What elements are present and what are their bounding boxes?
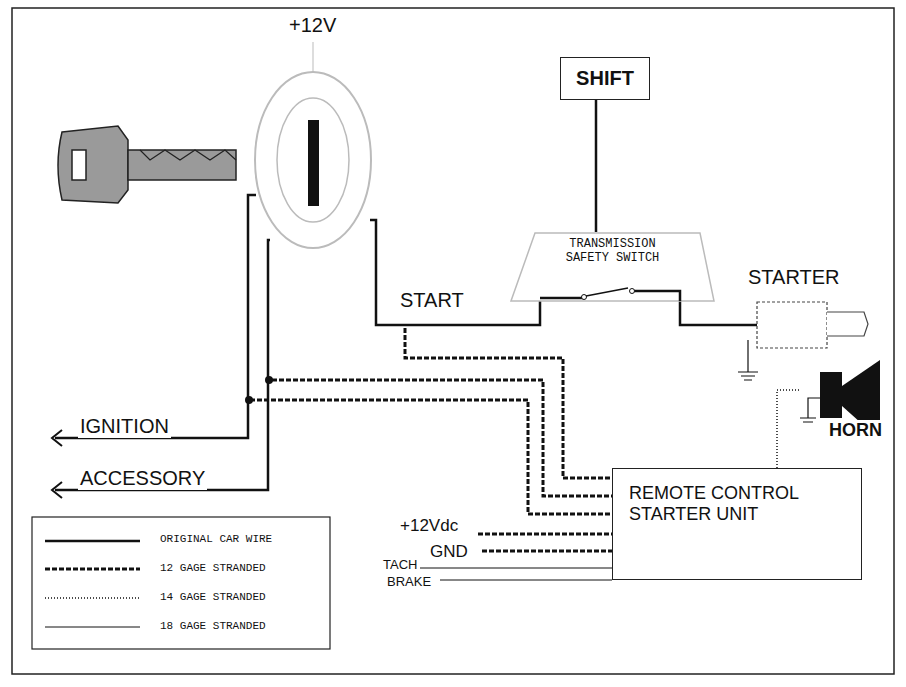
node-label: HORN	[829, 420, 882, 441]
shift-box: SHIFT	[560, 57, 650, 100]
wire-connector	[595, 100, 598, 232]
wire-label: +12Vdc	[398, 516, 460, 536]
starter-motor: STARTER	[740, 266, 870, 352]
wire-label: GND	[428, 542, 470, 562]
node-label: REMOTE CONTROL STARTER UNIT	[629, 483, 851, 524]
legend-text: 18 GAGE STRANDED	[160, 620, 266, 632]
wire-label: TACH	[381, 557, 419, 572]
wire-connector	[777, 390, 800, 468]
wire-connector	[680, 302, 740, 325]
horn: HORN	[800, 356, 884, 452]
node-label: TRANSMISSION SAFETY SWITCH	[550, 238, 675, 266]
remote-starter-unit: REMOTE CONTROL STARTER UNIT	[612, 468, 862, 580]
legend-text: 12 GAGE STRANDED	[160, 562, 266, 574]
legend-text: 14 GAGE STRANDED	[160, 591, 266, 603]
wire-label: IGNITION	[78, 415, 171, 438]
node-label: STARTER	[748, 266, 870, 289]
wire-label: BRAKE	[385, 574, 433, 589]
wire-label: +12V	[287, 14, 338, 37]
wire-label: ACCESSORY	[78, 467, 207, 490]
wire-label: START	[398, 289, 466, 312]
legend-text: ORIGINAL CAR WIRE	[160, 533, 272, 545]
safety-switch: TRANSMISSION SAFETY SWITCH	[510, 232, 715, 302]
node-label: SHIFT	[565, 67, 645, 90]
